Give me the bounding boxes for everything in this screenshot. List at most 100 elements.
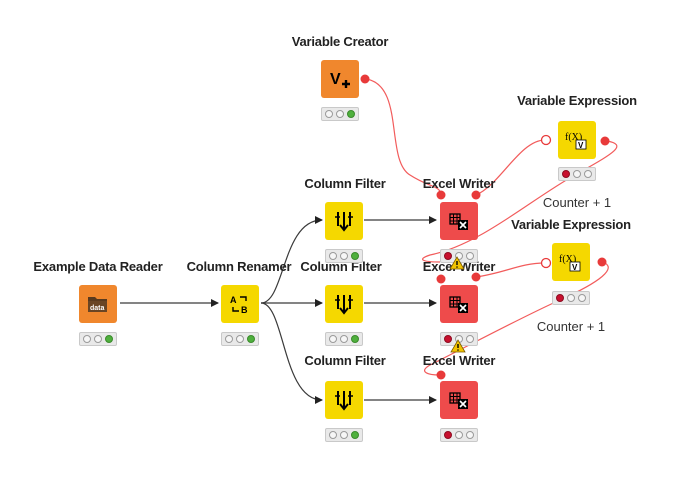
excel-writer-3-label: Excel Writer [422, 353, 496, 368]
status-light [562, 170, 570, 178]
status-light [247, 335, 255, 343]
status-light [444, 431, 452, 439]
variable-expression-icon: f(X) V [565, 132, 587, 150]
column-filter-1-status [325, 249, 363, 263]
edge-renamer-filter3[interactable] [260, 302, 323, 404]
column-filter-3-node[interactable] [325, 381, 363, 419]
status-light [336, 110, 344, 118]
svg-text:data: data [90, 305, 105, 312]
status-light [455, 431, 463, 439]
variable-creator-node[interactable]: V [321, 60, 359, 98]
example-data-reader-status [79, 332, 117, 346]
svg-text:V: V [572, 263, 578, 272]
status-light [94, 335, 102, 343]
status-light [325, 110, 333, 118]
column-filter-icon [335, 295, 353, 315]
variable-expression-1-sublabel: Counter + 1 [542, 195, 612, 210]
excel-writer-icon [449, 296, 468, 313]
column-renamer-node[interactable]: A B [221, 285, 259, 323]
status-light [351, 252, 359, 260]
status-light [329, 431, 337, 439]
status-light [444, 335, 452, 343]
varexpr1-flowvar-in-port[interactable] [540, 134, 552, 146]
status-light [236, 335, 244, 343]
excel-writer-2-node[interactable] [440, 285, 478, 323]
status-light [329, 252, 337, 260]
status-light [340, 252, 348, 260]
warning-icon [449, 256, 465, 270]
status-light [573, 170, 581, 178]
excel-writer-1-node[interactable] [440, 202, 478, 240]
status-light [455, 252, 463, 260]
status-light [340, 335, 348, 343]
status-light [444, 252, 452, 260]
variable-expression-icon: f(X) V [559, 254, 581, 272]
column-filter-2-status [325, 332, 363, 346]
variable-creator-label: Variable Creator [291, 34, 389, 49]
varexpr1-flowvar-out-port[interactable] [600, 136, 610, 146]
creator-flowvar-out-port[interactable] [360, 74, 370, 84]
status-light [225, 335, 233, 343]
status-light [340, 431, 348, 439]
column-filter-icon [335, 212, 353, 232]
excel-writer-3-status [440, 428, 478, 442]
data-reader-icon: data [88, 297, 107, 312]
edge-renamer-filter1[interactable] [260, 216, 323, 304]
variable-expression-2-status [552, 291, 590, 305]
flowvar-varexpr1-writer2[interactable] [422, 140, 618, 263]
svg-text:B: B [241, 305, 248, 315]
column-filter-2-node[interactable] [325, 285, 363, 323]
writer2-flowvar-out-port[interactable] [471, 272, 481, 282]
flowvar-varexpr2-writer3[interactable] [424, 261, 609, 376]
variable-expression-2-node[interactable]: f(X) V [552, 243, 590, 281]
flowvar-writer1-varexpr1[interactable] [475, 139, 546, 196]
svg-text:V: V [330, 71, 341, 88]
warning-icon [450, 339, 466, 353]
variable-expression-2-sublabel: Counter + 1 [536, 319, 606, 334]
column-renamer-label: Column Renamer [186, 259, 292, 274]
status-light [347, 110, 355, 118]
status-light [466, 431, 474, 439]
example-data-reader-node[interactable]: data [79, 285, 117, 323]
excel-writer-3-node[interactable] [440, 381, 478, 419]
status-light [105, 335, 113, 343]
column-filter-1-node[interactable] [325, 202, 363, 240]
status-light [584, 170, 592, 178]
data-connections [120, 216, 437, 404]
svg-text:f(X): f(X) [559, 254, 576, 265]
status-light [83, 335, 91, 343]
column-filter-1-label: Column Filter [304, 176, 386, 191]
flow-variable-connections [365, 78, 618, 376]
status-light [466, 252, 474, 260]
svg-text:f(X): f(X) [565, 132, 582, 143]
status-light [329, 335, 337, 343]
excel-writer-1-label: Excel Writer [422, 176, 496, 191]
flowvar-writer2-varexpr2[interactable] [475, 262, 546, 278]
variable-expression-2-label: Variable Expression [511, 217, 631, 232]
flowvar-creator-writer1[interactable] [365, 78, 442, 196]
writer3-flowvar-in-port[interactable] [436, 370, 446, 380]
example-data-reader-label: Example Data Reader [33, 259, 163, 274]
variable-expression-1-node[interactable]: f(X) V [558, 121, 596, 159]
variable-expression-1-status [558, 167, 596, 181]
writer1-flowvar-out-port[interactable] [471, 190, 481, 200]
variable-creator-icon: V [330, 71, 350, 88]
status-light [466, 335, 474, 343]
flow-variable-ports [360, 74, 610, 380]
svg-text:V: V [578, 141, 584, 150]
excel-writer-icon [449, 213, 468, 230]
variable-creator-status [321, 107, 359, 121]
writer2-flowvar-in-port[interactable] [436, 274, 446, 284]
status-light [351, 335, 359, 343]
status-light [556, 294, 564, 302]
varexpr2-flowvar-out-port[interactable] [597, 257, 607, 267]
column-filter-3-status [325, 428, 363, 442]
column-filter-icon [335, 391, 353, 411]
svg-text:A: A [230, 295, 237, 305]
writer1-flowvar-in-port[interactable] [436, 190, 446, 200]
variable-expression-1-label: Variable Expression [517, 93, 637, 108]
column-renamer-icon: A B [230, 295, 248, 315]
status-light [567, 294, 575, 302]
varexpr2-flowvar-in-port[interactable] [540, 257, 552, 269]
